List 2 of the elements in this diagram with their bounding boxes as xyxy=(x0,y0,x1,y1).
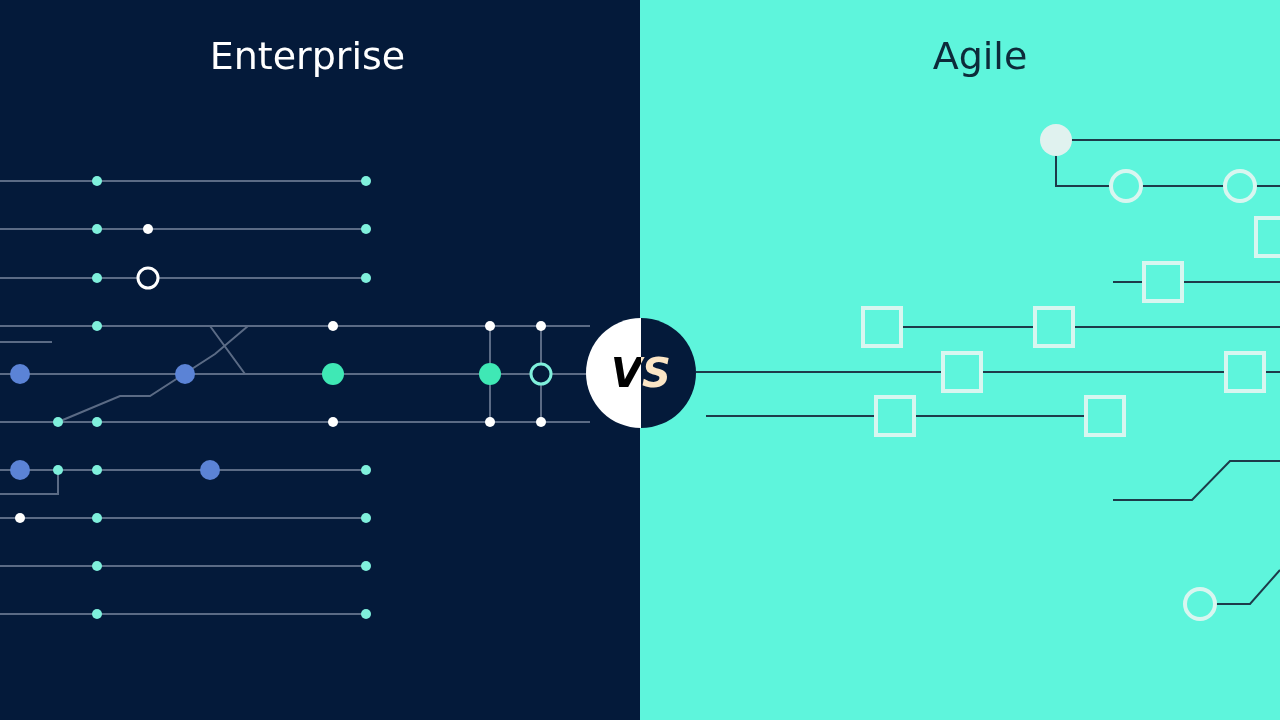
heading: Enterprise xyxy=(208,33,407,80)
heading: Agile xyxy=(931,33,1029,80)
